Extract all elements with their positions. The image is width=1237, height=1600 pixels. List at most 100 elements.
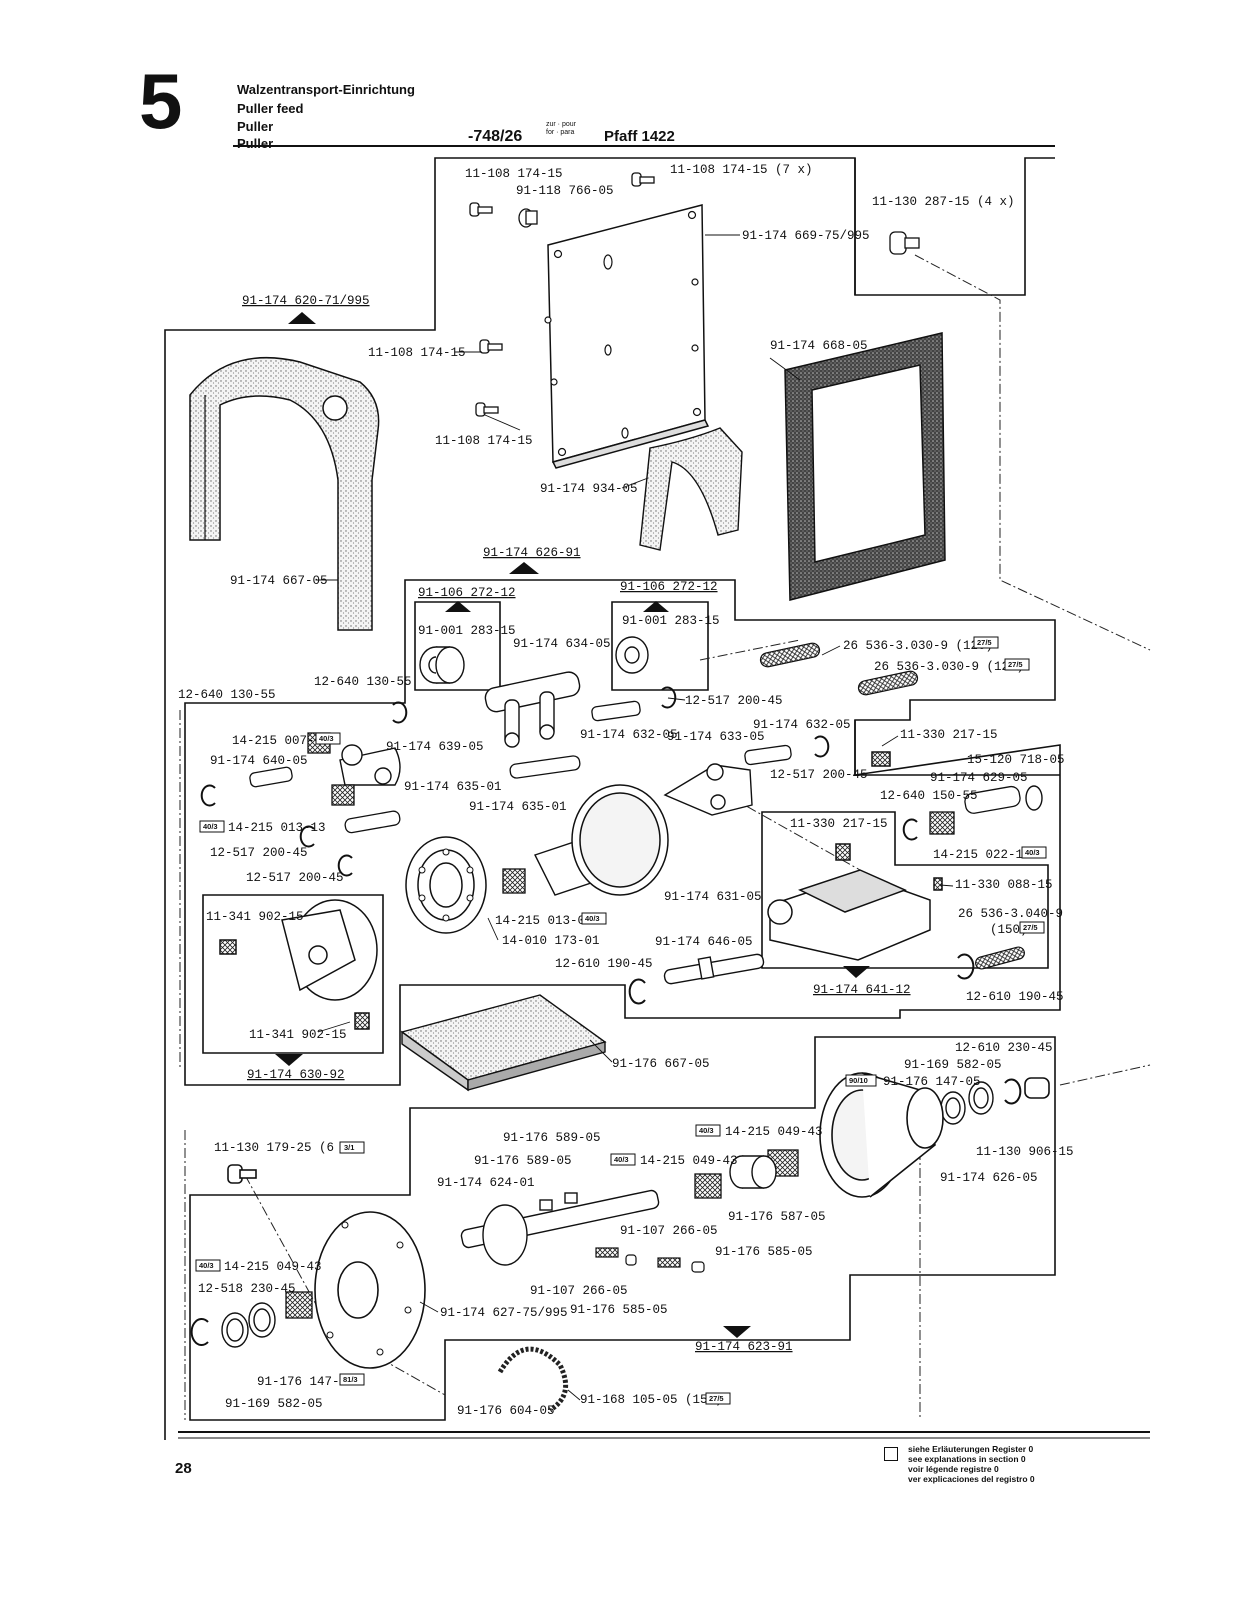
pins: [249, 700, 1021, 834]
label-38: 11-330 217-15: [790, 817, 888, 831]
label-12: 91-174 626-91: [483, 546, 581, 560]
springs: [497, 642, 1025, 1413]
rocker-arm: [484, 671, 581, 748]
label-37: 12-517 200-45: [210, 846, 308, 860]
label-66: 91-174 626-05: [940, 1171, 1038, 1185]
label-19: 26 536-3.030-9 (120): [874, 660, 1024, 674]
label-18: 26 536-3.030-9 (120): [843, 639, 993, 653]
tag-2: 27/5: [1008, 660, 1023, 669]
label-15: 91-001 283-15: [418, 624, 516, 638]
label-25: 91-174 633-05: [667, 730, 765, 744]
label-69: 14-215 049-43: [224, 1260, 322, 1274]
label-17: 91-174 634-05: [513, 637, 611, 651]
pulley: [819, 1072, 1050, 1198]
label-20: 12-640 130-55: [178, 688, 276, 702]
label-13: 91-106 272-12: [418, 586, 516, 600]
label-30: 91-174 640-05: [210, 754, 308, 768]
tag-14: 27/5: [709, 1394, 724, 1403]
label-42: 91-174 631-05: [664, 890, 762, 904]
label-8: 91-174 668-05: [770, 339, 868, 353]
felt-strip: [639, 427, 743, 551]
label-1: 11-108 174-15: [465, 167, 563, 181]
label-67: 91-107 266-05: [620, 1224, 718, 1238]
legend-english: see explanations in section 0: [908, 1454, 1026, 1464]
label-63: 91-174 624-01: [437, 1176, 535, 1190]
label-51: 12-610 190-45: [966, 990, 1064, 1004]
tag-8: 90/10: [849, 1076, 868, 1085]
bushing: [518, 208, 538, 228]
label-60: 14-215 049-43: [725, 1125, 823, 1139]
label-49: 12-610 190-45: [555, 957, 653, 971]
marker-626-91: [509, 562, 539, 574]
collars: [419, 636, 649, 684]
label-56: 91-169 582-05: [904, 1058, 1002, 1072]
label-4: 91-174 669-75/995: [742, 229, 870, 243]
label-24: 91-174 632-05: [753, 718, 851, 732]
label-5: 11-130 287-15 (4 x): [872, 195, 1015, 209]
header-machine: Pfaff 1422: [604, 128, 675, 145]
tag-12: 40/3: [199, 1261, 214, 1270]
outline-roller-shaft: [189, 1036, 1056, 1421]
label-53: 91-174 630-92: [247, 1068, 345, 1082]
label-9: 11-108 174-15: [435, 434, 533, 448]
centerline-housing: [699, 779, 861, 871]
label-21: 12-640 130-55: [314, 675, 412, 689]
centerline-right: [914, 254, 1151, 651]
legend-spanish: ver explicaciones del registro 0: [908, 1474, 1035, 1484]
label-62: 14-215 049-43: [640, 1154, 738, 1168]
label-45: 11-341 902-15: [206, 910, 304, 924]
label-73: 91-174 627-75/995: [440, 1306, 568, 1320]
tag-13: 81/3: [343, 1375, 358, 1384]
label-75: 91-176 147-05: [257, 1375, 355, 1389]
marker-106-right: [643, 601, 669, 612]
tag-11: 40/3: [614, 1155, 629, 1164]
arch-cover: [189, 356, 380, 631]
marker-620: [288, 312, 316, 324]
gasket: [784, 332, 946, 601]
label-29: 91-174 639-05: [386, 740, 484, 754]
label-16: 91-001 283-15: [622, 614, 720, 628]
header-zur-pour: zur · pour for · para: [546, 121, 576, 137]
outline-91-174-641-12: [761, 811, 1049, 969]
marker-106-left: [445, 601, 471, 612]
label-55: 12-610 230-45: [955, 1041, 1053, 1055]
label-64: 91-176 587-05: [728, 1210, 826, 1224]
tag-10: 40/3: [699, 1126, 714, 1135]
label-28: 14-215 007-05: [232, 734, 330, 748]
title-french: Puller: [237, 119, 274, 134]
label-36: 14-215 013-13: [228, 821, 326, 835]
outline-puller-mechanism: [184, 579, 1061, 1086]
label-10: 91-174 934-05: [540, 482, 638, 496]
footer-page-number: 28: [175, 1460, 192, 1477]
marker-630-92: [275, 1054, 303, 1066]
small-springs: [595, 1247, 705, 1273]
screw-3: [889, 231, 920, 255]
label-50: 91-174 641-12: [813, 983, 911, 997]
label-59: 91-176 589-05: [503, 1131, 601, 1145]
for-para-text: for · para: [546, 129, 575, 136]
drive-flange: [227, 1164, 426, 1369]
label-46: 14-215 013-03: [495, 914, 593, 928]
shaft-646: [663, 953, 765, 985]
register-tags: 27/5 27/5 40/3 40/3 40/3 40/3 27/5 90/10…: [195, 636, 1047, 1405]
label-43: 26 536-3.040-9: [958, 907, 1063, 921]
tag-7: 27/5: [1023, 923, 1038, 932]
label-40: 12-517 200-45: [246, 871, 344, 885]
tag-4: 40/3: [203, 822, 218, 831]
tag-3: 40/3: [319, 734, 334, 743]
outline-step: [854, 720, 1060, 776]
label-77: 91-176 604-05: [457, 1404, 555, 1418]
label-32: 91-174 629-05: [930, 771, 1028, 785]
header-part-number: -748/26: [468, 128, 523, 145]
label-65: 11-130 906-15: [976, 1145, 1074, 1159]
main-shaft: [460, 1189, 660, 1266]
label-71: 91-107 266-05: [530, 1284, 628, 1298]
title-english: Puller feed: [237, 101, 304, 116]
leader-lines: [316, 234, 954, 1401]
drum-cup: [571, 784, 669, 896]
screw-2: [631, 172, 655, 187]
sleeve-587: [729, 1155, 777, 1189]
screw-4: [479, 339, 503, 354]
label-6: 91-174 620-71/995: [242, 294, 370, 308]
